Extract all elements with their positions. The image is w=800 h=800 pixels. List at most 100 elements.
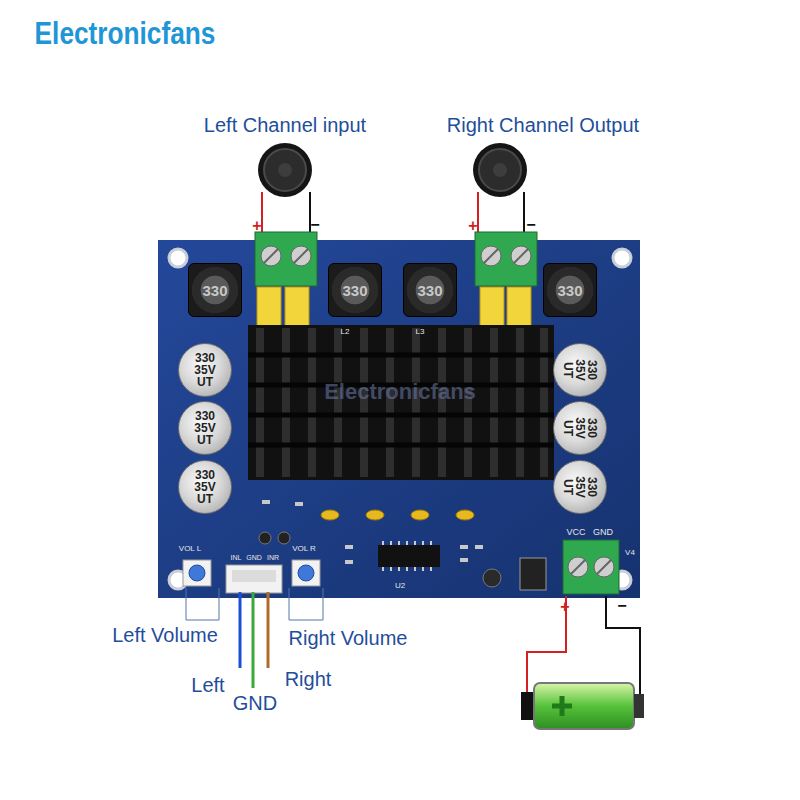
ic-body — [378, 545, 440, 567]
polarity-mark: + — [560, 599, 569, 615]
terminal-body — [563, 540, 619, 594]
callout-label: Right Volume — [289, 628, 408, 648]
speaker — [473, 143, 527, 197]
small-capacitor — [278, 532, 290, 544]
speaker-dome — [278, 163, 292, 177]
component-marking: 330 35V UT — [562, 472, 598, 502]
inductor-coil: 330 — [403, 263, 457, 317]
mounting-hole — [169, 249, 631, 589]
pot-knob — [298, 565, 314, 581]
heatsink-fins — [256, 328, 548, 477]
heatsink-fin — [516, 328, 524, 477]
silkscreen-label: GND — [593, 528, 613, 537]
silkscreen-label: U2 — [395, 582, 405, 590]
component-marking: 330 35V UT — [190, 352, 220, 388]
speaker-rim — [473, 143, 527, 197]
wire-label: GND — [233, 693, 277, 713]
connector-body — [226, 565, 282, 593]
smd-capacitor — [321, 510, 474, 520]
ic-pins — [383, 541, 431, 571]
component-marking: 330 35V UT — [190, 410, 220, 446]
heatsink-fin — [282, 328, 290, 477]
screw-slot — [484, 249, 528, 263]
smd-resistor — [460, 545, 468, 549]
terminal-block — [475, 232, 537, 286]
terminal-body — [255, 232, 317, 286]
pot-body — [183, 560, 211, 586]
speaker — [258, 143, 312, 197]
smd-capacitor — [366, 510, 384, 520]
leader-bracket — [186, 588, 219, 620]
polarity-mark: − — [310, 217, 319, 233]
smd-capacitor — [321, 510, 339, 520]
ic-chip — [378, 541, 440, 571]
component-marking: 330 35V UT — [562, 355, 598, 385]
component-marking: 330 35V UT — [562, 413, 598, 443]
channel-label: Right Channel Output — [447, 115, 639, 135]
terminal-block — [255, 232, 317, 286]
heatsink-watermark: Electronicfans — [324, 381, 476, 403]
electrolytic-capacitor: 330 35V UT — [553, 343, 607, 397]
battery-body — [534, 683, 634, 729]
polarity-mark: + — [468, 218, 477, 234]
pot-knob — [189, 565, 205, 581]
silkscreen-label: VOL L — [179, 545, 201, 553]
leader-bracket — [289, 588, 323, 620]
smd-resistor — [262, 500, 483, 564]
heatsink-groove — [248, 355, 554, 445]
silkscreen-label: INL — [231, 554, 242, 561]
speaker-rim — [258, 143, 312, 197]
silkscreen-label: GND — [246, 554, 262, 561]
silkscreen-label: VOL R — [292, 545, 316, 553]
smd-capacitor — [456, 510, 474, 520]
mounting-hole — [613, 249, 631, 267]
wire-label: Left — [191, 675, 224, 695]
power-terminal — [563, 540, 619, 594]
small-capacitor — [483, 569, 501, 587]
speaker-dome — [493, 163, 507, 177]
component-marking: 330 35V UT — [190, 469, 220, 505]
smd-resistor — [460, 558, 468, 562]
heatsink — [248, 325, 554, 480]
smd-resistor — [475, 545, 483, 549]
inductor-coil: 330 — [188, 263, 242, 317]
screw-slot — [571, 560, 611, 574]
heatsink-fin — [540, 328, 548, 477]
smd-resistor — [262, 500, 270, 504]
speaker-cone — [264, 149, 306, 191]
electrolytic-capacitor: 330 35V UT — [553, 401, 607, 455]
component-marking: 330 — [557, 282, 582, 299]
screw-slot — [264, 249, 308, 263]
heatsink-body — [248, 325, 554, 480]
channel-label: Left Channel input — [204, 115, 366, 135]
diode — [520, 558, 546, 590]
electrolytic-capacitor: 330 35V UT — [178, 460, 232, 514]
terminal-body — [475, 232, 537, 286]
electrolytic-capacitor: 330 35V UT — [178, 343, 232, 397]
electrolytic-capacitor: 330 35V UT — [178, 401, 232, 455]
polarity-mark: + — [252, 218, 261, 234]
smd-resistor — [345, 560, 353, 564]
heatsink-fin — [256, 328, 264, 477]
battery — [521, 683, 644, 729]
left-wire — [239, 592, 242, 668]
heatsink-fin — [308, 328, 316, 477]
battery-terminal — [521, 692, 535, 720]
silkscreen-label: VCC — [566, 528, 585, 537]
component-marking: 330 — [342, 282, 367, 299]
smd-capacitor — [411, 510, 429, 520]
inductor-coil: 330 — [543, 263, 597, 317]
black-wire — [523, 192, 525, 238]
pot-body — [292, 560, 320, 586]
callout-label: Left Volume — [112, 625, 218, 645]
small-capacitor — [259, 532, 271, 544]
wire-label: Right — [285, 669, 332, 689]
smd-resistor — [295, 502, 303, 506]
battery-plus-sign — [552, 696, 572, 716]
gnd-wire — [252, 592, 255, 688]
component-marking: 330 — [202, 282, 227, 299]
silkscreen-label: V4 — [625, 549, 635, 557]
brand-watermark: Electronicfans — [35, 17, 216, 49]
right-wire — [267, 592, 270, 668]
input-connector — [226, 565, 282, 593]
